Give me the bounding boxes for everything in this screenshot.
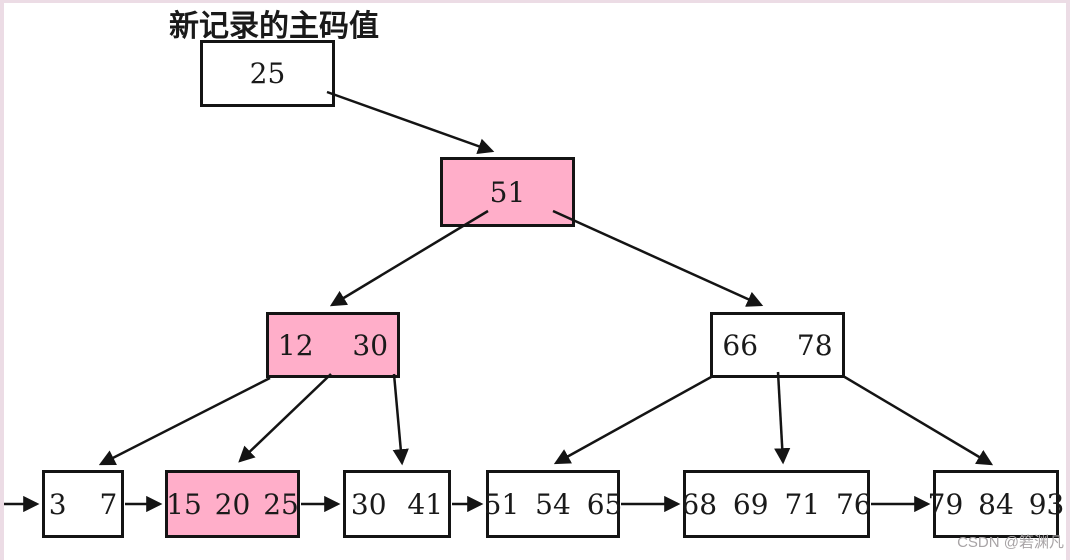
leaf-node-4: 51 54 65 [483,470,623,538]
csdn-watermark: CSDN @箬渊凡 [957,534,1064,551]
arrow-internal-right-to-leaf-6 [842,374,994,466]
leaf-node-5-values: 68 69 71 76 [681,487,872,521]
internal-node-left: 12 30 [266,312,400,378]
internal-node-right: 66 78 [710,312,845,378]
leaf-node-6-values: 79 84 93 [927,487,1065,521]
frame-edge-right [1066,0,1070,560]
leaf-node-4-values: 51 54 65 [483,487,623,521]
diagram-title: 新记录的主码值 [169,9,379,44]
arrow-internal-left-to-leaf-1 [98,376,271,466]
arrow-root-to-internal-right [552,209,764,307]
arrow-internal-right-to-leaf-4 [553,374,714,465]
internal-node-left-values: 12 30 [277,328,389,362]
leaf-node-1-values: 3 7 [48,487,118,521]
leaf-node-2-values: 15 20 25 [166,487,299,521]
internal-node-right-values: 66 78 [722,328,833,362]
arrow-newrecord-to-root [326,90,495,154]
frame-edge-top [0,0,1070,3]
frame-edge-left [0,0,4,560]
new-record-value: 25 [249,57,286,90]
leaf-node-3: 30 41 [343,470,451,538]
arrow-internal-right-to-leaf-5 [774,371,791,465]
leaf-node-3-values: 30 41 [350,487,444,521]
leaf-node-5: 68 69 71 76 [681,470,872,538]
leaf-node-1: 3 7 [42,470,124,538]
root-node-value: 51 [489,175,526,209]
arrow-internal-left-to-leaf-2 [238,373,332,463]
new-record-node: 25 [200,40,335,107]
leaf-node-2: 15 20 25 [165,470,300,538]
arrow-internal-left-to-leaf-3 [392,373,409,466]
leaf-node-6: 79 84 93 [928,470,1064,538]
root-node: 51 [440,157,575,227]
